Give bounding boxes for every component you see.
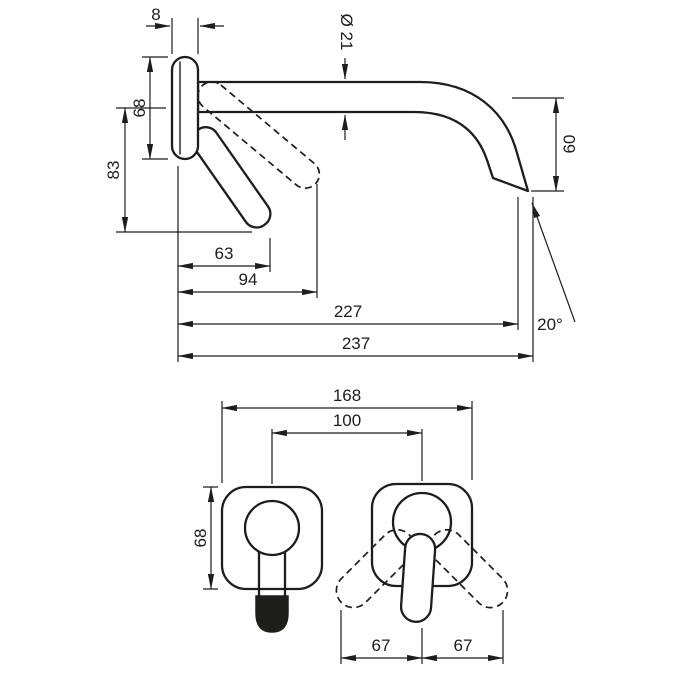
side-view: 8 Ø 21 68 83 60 63 94 227 237 20° (104, 5, 579, 362)
spout-escutcheon-ring (243, 499, 301, 557)
lever-handle-open-outline (197, 80, 321, 190)
lever-swing-left-outline (335, 528, 416, 609)
dim-centre-distance: 100 (333, 411, 361, 430)
angle-reference-line (531, 202, 576, 323)
lever-swing-right-outline (428, 528, 509, 609)
lever-handle-side (190, 126, 272, 229)
dim-escutcheon-height-front: 68 (191, 529, 210, 548)
lever-handle-open-position (197, 80, 321, 190)
dim-handle-swing-right: 67 (454, 636, 473, 655)
front-view: 168 100 68 67 67 (191, 386, 509, 664)
dim-overall-projection: 237 (342, 334, 370, 353)
lever-handle-front-outline (399, 532, 437, 623)
lever-handle-blade (190, 126, 272, 229)
dim-overall-width: 168 (333, 386, 361, 405)
spout-outlet-tip (255, 595, 289, 633)
dim-spout-diameter: Ø 21 (337, 14, 356, 51)
dim-handle-swing-left: 67 (372, 636, 391, 655)
dim-escutcheon-height-side: 68 (130, 99, 149, 118)
spout-outline (196, 80, 530, 193)
lever-swing-right (428, 528, 509, 609)
dim-handle-projection-open: 94 (239, 270, 258, 289)
dim-outlet-drop: 60 (560, 135, 579, 154)
dim-outlet-angle: 20° (537, 315, 563, 334)
wall-escutcheon-side (170, 55, 200, 161)
dim-plate-thickness: 8 (151, 5, 160, 24)
dim-outlet-projection: 227 (334, 302, 362, 321)
lever-swing-left (335, 528, 416, 609)
dim-height-to-handle: 83 (104, 161, 123, 180)
dim-handle-projection: 63 (215, 244, 234, 263)
lever-handle-front (399, 532, 437, 623)
